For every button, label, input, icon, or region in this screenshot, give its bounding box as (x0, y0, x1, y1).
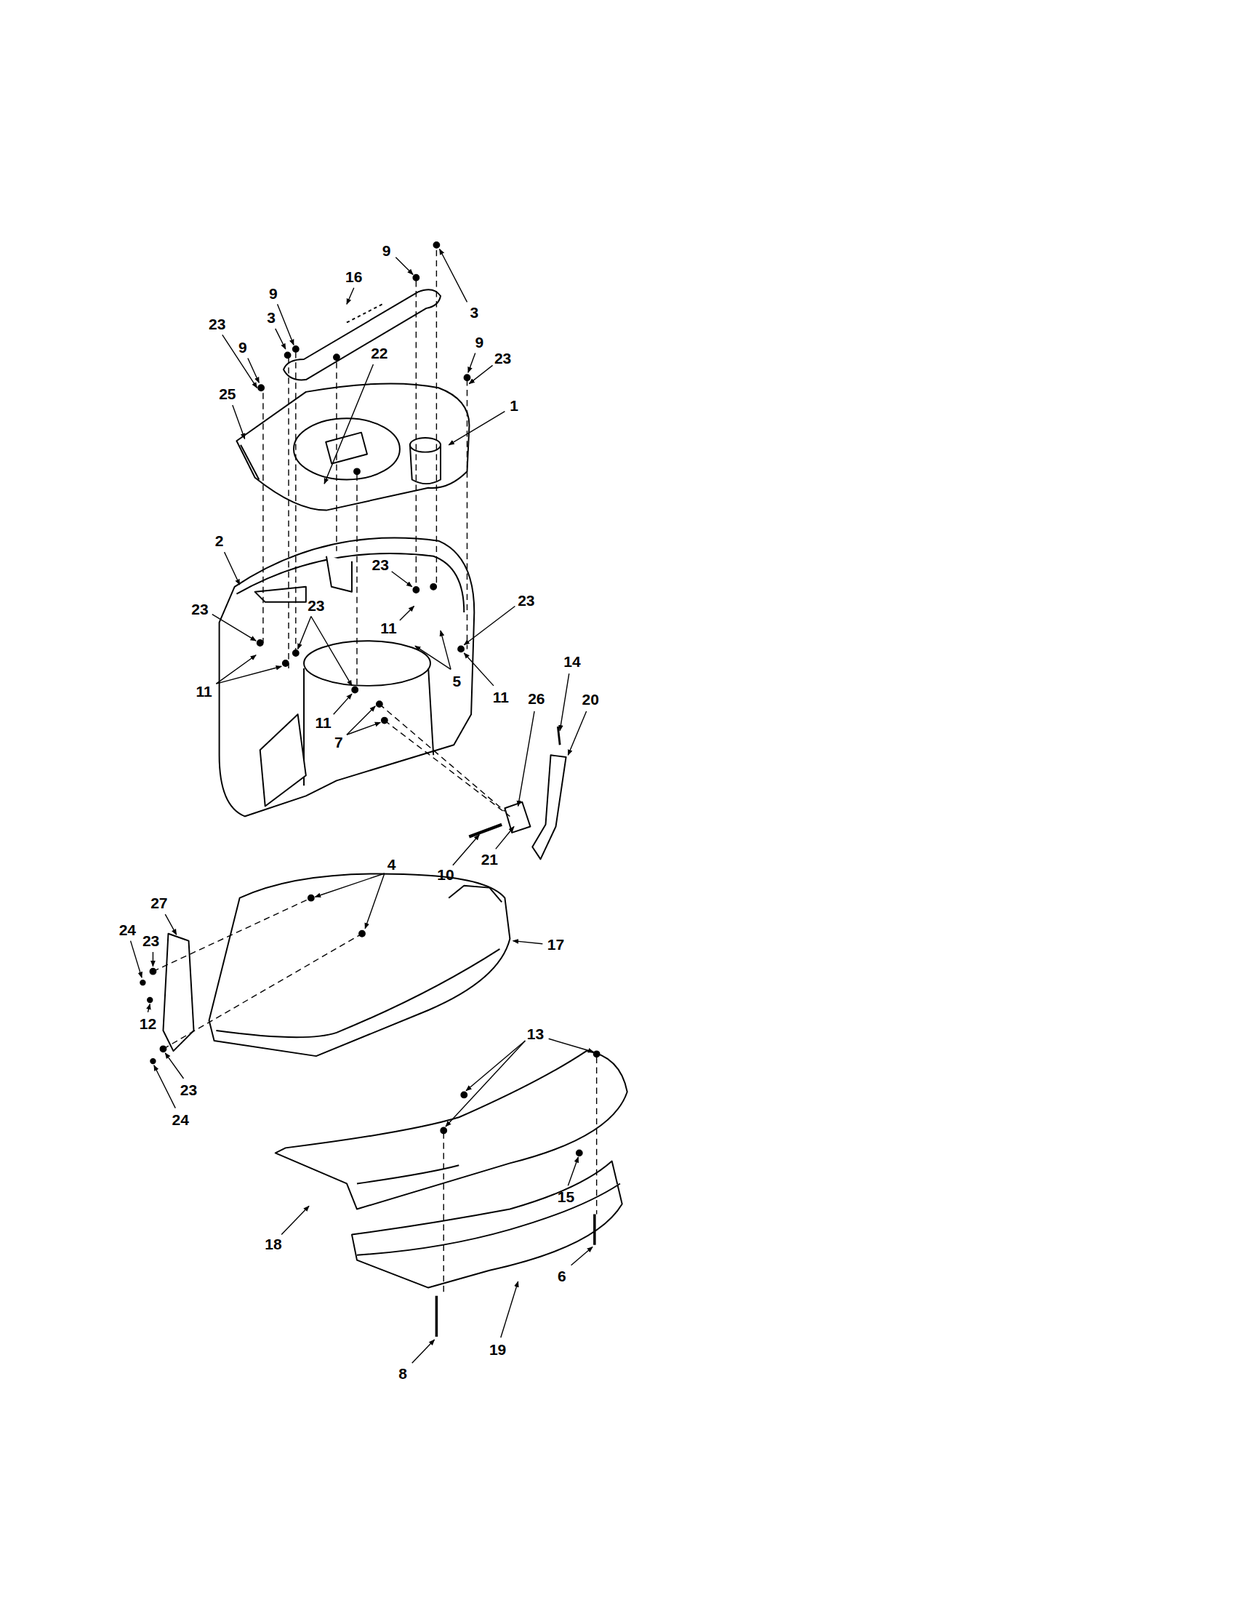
callout-number: 23 (191, 601, 208, 617)
callout-number: 7 (334, 733, 344, 749)
callout-number: 11 (195, 682, 212, 698)
callout-number: 12 (139, 1015, 157, 1031)
callout-number: 1 (509, 396, 519, 413)
callout-number: 13 (527, 1025, 544, 1042)
callout-number: 11 (315, 714, 332, 730)
callout-number: 21 (481, 851, 498, 867)
callout-number: 23 (372, 556, 389, 572)
callout-number: 10 (436, 866, 454, 882)
callout-number: 22 (370, 345, 388, 361)
callout-number: 9 (268, 284, 278, 301)
callout-number: 20 (582, 690, 600, 706)
callout-number: 9 (382, 242, 392, 258)
callout-number: 17 (547, 935, 565, 951)
callout-number: 25 (218, 386, 236, 402)
callout-number: 9 (238, 338, 248, 355)
callout-number: 27 (150, 894, 168, 911)
callout-number: 18 (264, 1235, 282, 1252)
callout-number: 24 (119, 921, 136, 937)
callout-number: 5 (452, 672, 462, 688)
callout-number: 6 (557, 1267, 567, 1283)
callout-number: 8 (398, 1365, 408, 1381)
callout-number: 2 (215, 532, 224, 549)
callout-number: 15 (557, 1188, 575, 1204)
callout-number: 19 (489, 1340, 506, 1356)
callout-number: 16 (345, 268, 363, 285)
callout-number: 3 (469, 304, 479, 320)
callout-number: 23 (307, 596, 325, 613)
callout-number: 4 (387, 856, 397, 872)
callout-number: 11 (380, 619, 397, 635)
callout-number: 14 (563, 653, 581, 669)
callout-number: 26 (527, 689, 545, 706)
callout-number: 3 (266, 309, 276, 325)
callout-number: 23 (142, 932, 160, 949)
callout-number: 23 (180, 1081, 198, 1098)
callout-number: 23 (494, 350, 512, 366)
callout-number: 11 (492, 689, 509, 705)
callout-number: 23 (517, 591, 535, 608)
callout-number: 9 (474, 333, 484, 349)
callout-number: 24 (172, 1110, 190, 1127)
callout-number: 23 (208, 315, 226, 331)
